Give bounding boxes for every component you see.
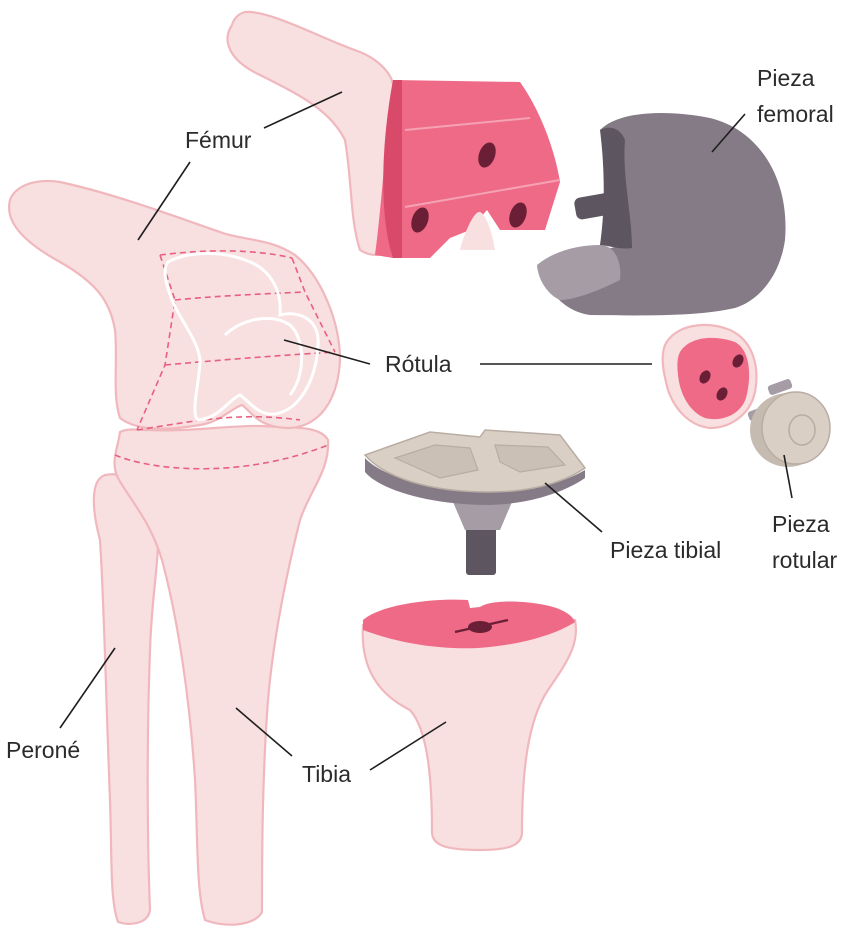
- fibula-bone: [94, 474, 158, 924]
- label-tibial-piece: Pieza tibial: [610, 537, 721, 563]
- label-femur: Fémur: [185, 127, 252, 153]
- resected-femur: [228, 12, 560, 258]
- knee-anatomy: [9, 181, 340, 925]
- femoral-component: [537, 113, 786, 315]
- label-femoral-piece-2: femoral: [757, 101, 834, 127]
- resected-tibia: [363, 600, 576, 850]
- label-fibula: Peroné: [6, 737, 80, 763]
- tibial-component: [365, 430, 585, 575]
- resected-femur-bone: [228, 12, 393, 255]
- patellar-component: [747, 378, 830, 467]
- label-tibia: Tibia: [302, 761, 351, 787]
- patellar-button: [762, 392, 830, 464]
- leader-tibial-piece: [545, 483, 602, 532]
- label-patella: Rótula: [385, 351, 452, 377]
- label-patellar-piece-1: Pieza: [772, 511, 830, 537]
- label-femoral-piece-1: Pieza: [757, 65, 815, 91]
- resected-patella: [663, 325, 757, 428]
- label-patellar-piece-2: rotular: [772, 547, 838, 573]
